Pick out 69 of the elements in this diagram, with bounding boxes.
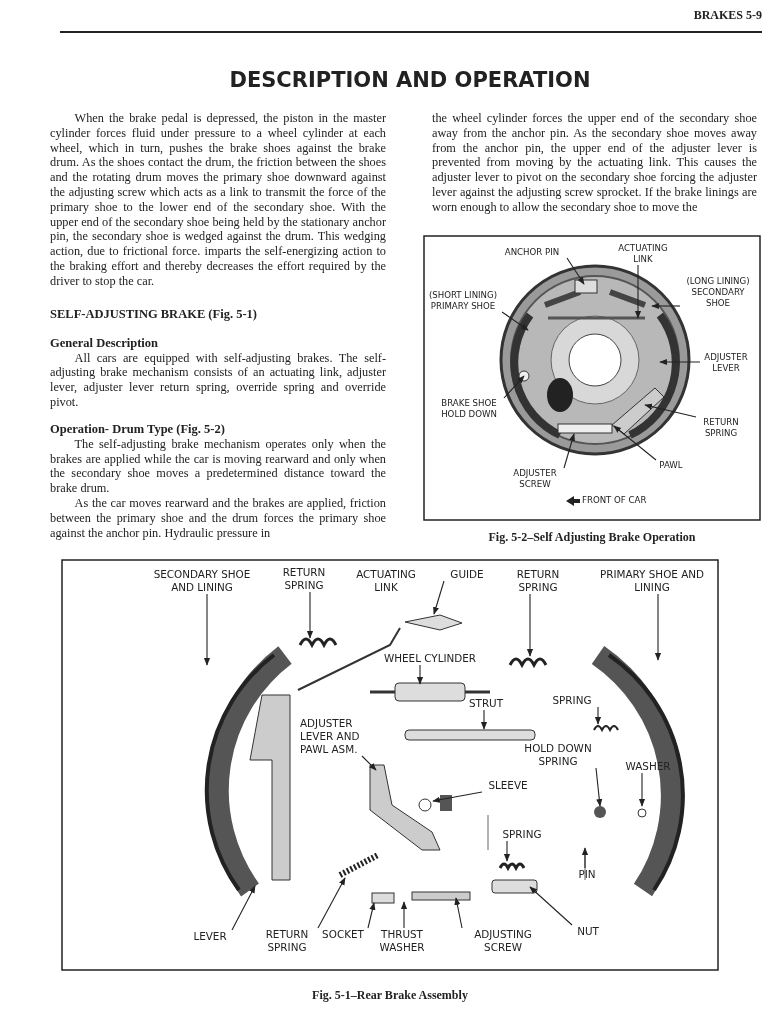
part-label: (LONG LINING) SECONDARY SHOE [680,276,756,309]
leader-line [503,375,525,399]
leader-line [503,840,511,862]
leader-line [501,311,529,331]
part-label: WHEEL CYLINDER [372,652,488,665]
part-label: SPRING [494,828,550,841]
leader-line [480,709,488,730]
leader-line [432,791,483,803]
part-label: SPRING [546,694,598,707]
leader-line [400,901,408,929]
leader-line [595,767,603,807]
leader-line [563,433,575,469]
leader-line [529,886,573,926]
leader-line [231,885,256,931]
part-label: SECONDARY SHOE AND LINING [142,568,262,594]
part-label: BRAKE SHOE HOLD DOWN [434,398,504,420]
leader-line [651,302,681,310]
direction-label: FRONT OF CAR [582,495,648,506]
part-label: HOLD DOWN SPRING [520,742,596,768]
part-label: THRUST WASHER [374,928,430,954]
part-label: ACTUATING LINK [355,568,417,594]
part-label: RETURN SPRING [256,928,318,954]
leader-line [581,847,589,869]
subheading: Operation- Drum Type (Fig. 5-2) [50,421,226,437]
part-label: PRIMARY SHOE AND LINING [596,568,708,594]
leader-line [367,902,376,929]
section-heading: SELF-ADJUSTING BRAKE (Fig. 5-1) [50,306,258,322]
leader-line [306,591,314,639]
subheading: General Description [50,335,159,351]
paragraph: All cars are equipped with self-adjusting brakes. The self-adjusting brake mechanism consists of an actuating link, adjuster lever, adjuster lever return spring, override spring and override pivot. [50,350,386,410]
paragraph: the wheel cylinder forces the upper end of the secondary shoe away from the anchor pin. As the secondary shoe moves away from the anchor pin, the upper end of the adjuster lever is prevented from moving by the actuating link. This causes the adjuster lever to pivot on the secondary shoe forcing the adjuster lever against the adjusting screw sprocket. If the brake linings are worn enough to allow the secondary shoe to move the [432,111,757,215]
leader-line [361,755,377,771]
part-label: ADJUSTER SCREW [506,468,564,490]
page-header: BRAKES 5-9 [692,8,762,23]
leader-line [638,772,646,807]
part-label: RETURN SPRING [272,566,336,592]
leader-line [654,593,662,661]
part-label: ACTUATING LINK [614,243,672,265]
part-label: ANCHOR PIN [497,247,567,258]
figure-caption: Fig. 5-1–Rear Brake Assembly [311,988,469,1003]
part-label: SOCKET [318,928,368,941]
part-label: RETURN SPRING [696,417,746,439]
part-label: ADJUSTING SCREW [462,928,544,954]
leader-line [203,593,211,666]
leader-line [594,706,602,725]
paragraph: The self-adjusting brake mechanism operates only when the brakes are applied while the car is moving rearward and only when the secondary shoe moves a predetermined distance toward the brake drum. [50,436,386,496]
leader-line [644,403,697,418]
leader-line [433,580,445,615]
part-label: ADJUSTER LEVER AND PAWL ASM. [300,717,362,756]
paragraph: When the brake pedal is depressed, the piston in the master cylinder forces fluid under pressure to a wheel cylinder at each wheel, which in turn, pushes the brake shoes against the brake drum. As the shoes contact the drum, the friction between the shoes and the rotating drum moves the primary shoe downward against the adjusting screw which acts as a link to transmit the force of the primary shoe to the lower end of the secondary shoe. With the upper end of the secondary shoe being held by the stationary anchor pin, the secondary shoe is wedged against the drum. This wedging action, due to frictional force. imparts the self-energizing action to the braking effort and thereby decreases the effort required by the driver to stop the car. [50,111,386,289]
part-label: ADJUSTER LEVER [700,352,752,374]
leader-line [659,358,701,366]
part-label: PAWL [656,460,686,471]
part-label: SLEEVE [482,779,534,792]
leader-line [526,593,534,657]
paragraph: As the car moves rearward and the brakes are applied, friction between the primary shoe and the drum forces the primary shoe against the anchor pin. Hydraulic pressure in [50,495,386,541]
part-label: STRUT [466,697,506,710]
part-label: GUIDE [444,568,490,581]
part-label: NUT [572,925,604,938]
part-label: (SHORT LINING) PRIMARY SHOE [424,290,502,312]
part-label: RETURN SPRING [508,568,568,594]
leader-line [454,897,463,929]
leader-line [613,425,657,461]
part-label: PIN [572,868,602,881]
leader-line [416,664,424,685]
page-title: DESCRIPTION AND OPERATION [228,68,592,92]
part-label: LEVER [188,930,232,943]
leader-line [317,877,346,929]
figure-caption: Fig. 5-2–Self Adjusting Brake Operation [487,530,697,545]
